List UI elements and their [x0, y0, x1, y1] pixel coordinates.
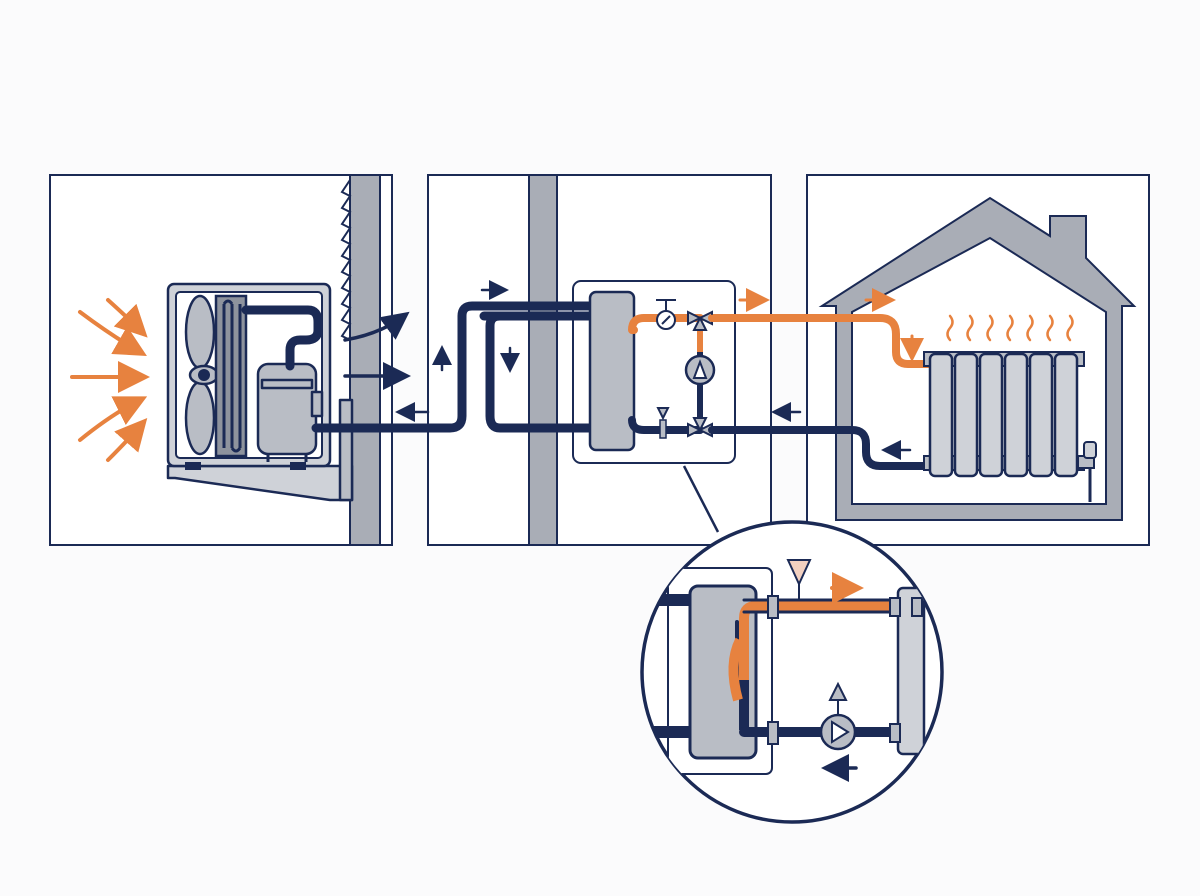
detail-hot-water	[739, 601, 905, 685]
air-vent-icon	[656, 407, 670, 439]
exhaust-air-arrow	[343, 311, 410, 342]
interior-wall	[528, 174, 558, 546]
thermostatic-valve-icon	[1077, 441, 1097, 502]
outdoor-unit-panel	[49, 174, 411, 546]
cold-water-line	[628, 416, 704, 434]
heat-exchanger	[588, 290, 636, 452]
pressure-gauge-icon	[656, 299, 676, 330]
radiator	[923, 351, 1085, 478]
three-way-valve-icon	[687, 310, 713, 331]
supply-line	[708, 314, 934, 368]
air-vent-icon	[786, 559, 812, 600]
refrigerant-line	[241, 305, 323, 371]
house-outline	[818, 196, 1137, 521]
circulation-pump-icon	[819, 681, 857, 751]
return-line	[708, 426, 934, 470]
condenser-coil	[214, 294, 248, 458]
magnifier-leader	[682, 465, 720, 533]
bracket-plate	[338, 398, 354, 502]
circulation-pump-icon	[684, 354, 716, 386]
pipe-coupling	[767, 595, 779, 619]
fan-icon	[184, 294, 220, 456]
refrigerant-pipe-run	[311, 301, 609, 433]
hot-water-line	[628, 314, 704, 334]
detail-transition	[728, 637, 745, 702]
unit-foot	[185, 462, 201, 470]
radiator-connector	[889, 586, 926, 756]
detail-view	[640, 520, 944, 824]
wall-cladding	[340, 179, 352, 341]
exterior-wall	[349, 174, 381, 546]
incoming-air-arrows	[70, 298, 150, 462]
compressor-icon	[256, 362, 324, 462]
pipe-coupling	[767, 721, 779, 745]
heat-waves	[946, 314, 1074, 342]
unit-foot	[290, 462, 306, 470]
three-way-valve-icon	[687, 417, 713, 438]
